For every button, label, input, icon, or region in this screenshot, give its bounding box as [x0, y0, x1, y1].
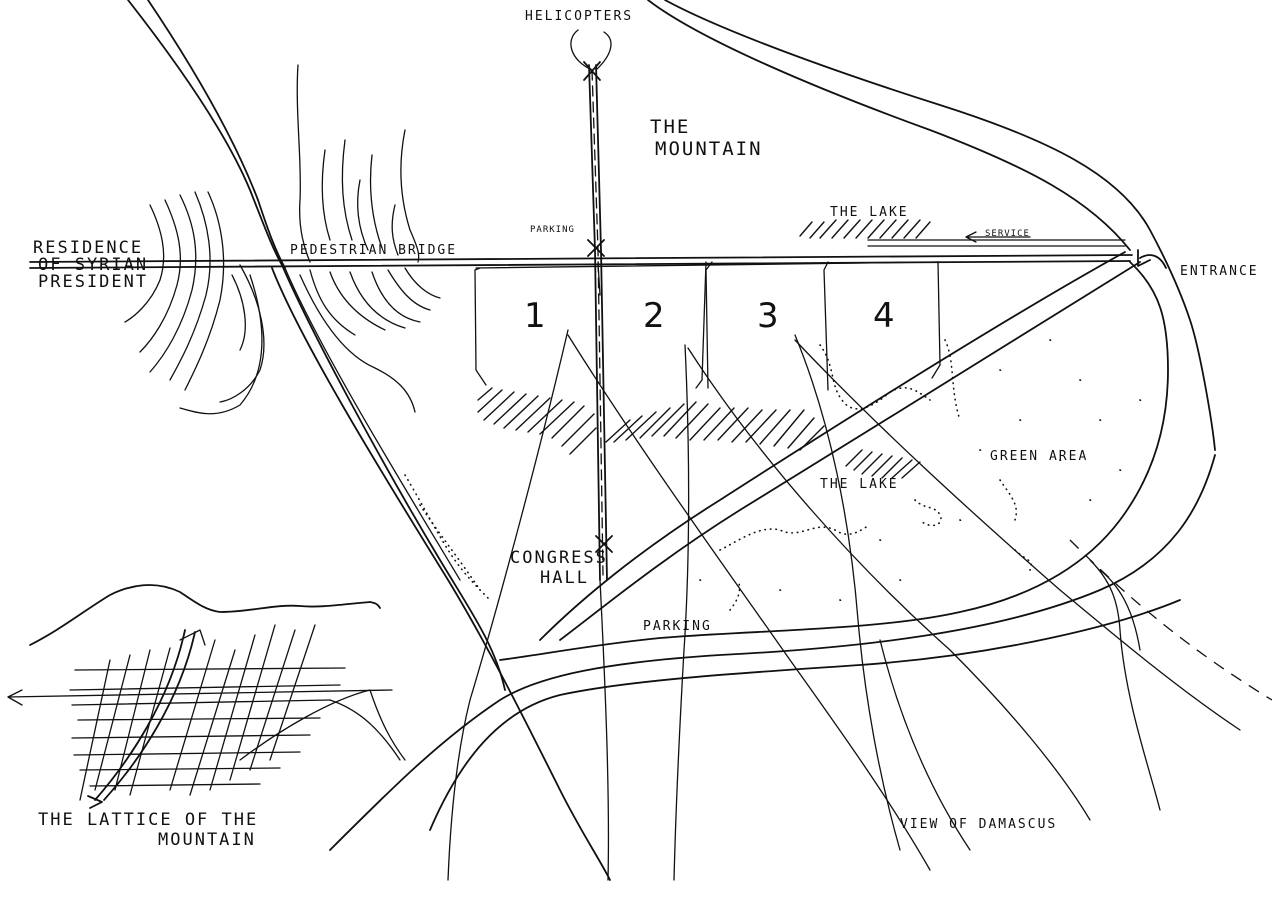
- helicopter-pointer: [570, 29, 612, 71]
- mountain-label-line1: The: [650, 116, 691, 138]
- right-road-branch: [1089, 559, 1161, 811]
- pedestrian-bridge-line-bottom: [29, 260, 1131, 269]
- block-number-2: 2: [643, 296, 665, 336]
- contour-lines-left: [124, 191, 265, 415]
- congress-cross: [595, 535, 613, 553]
- helicopters-label: Helicopters: [525, 9, 634, 24]
- congress-hall-label-line2: Hall: [540, 568, 589, 588]
- lattice-label-line1: The Lattice of the: [38, 810, 259, 830]
- central-axis-right: [595, 64, 608, 581]
- diagonal-road-top: [539, 251, 1126, 641]
- residence-label-line2: of Syrian: [38, 255, 149, 275]
- green-area-dots: [404, 339, 1145, 611]
- diagonal-road-bottom: [559, 261, 1141, 641]
- block-number-1: 1: [524, 296, 546, 336]
- parking-cross: [587, 239, 605, 257]
- parking-label-top: Parking: [530, 225, 575, 235]
- lake-hatching-lower: [845, 449, 921, 479]
- helicopter-cross: [583, 61, 601, 81]
- block-number-3: 3: [757, 296, 779, 336]
- view-of-damascus-label: View of Damascus: [900, 817, 1058, 832]
- service-arrow: [965, 231, 1031, 243]
- service-label: Service: [985, 229, 1030, 239]
- lake-hatching-top: [799, 219, 931, 239]
- mountain-label-line2: Mountain: [655, 138, 763, 160]
- lower-road-top: [329, 454, 1216, 851]
- ravine-line-outer: [127, 0, 506, 691]
- view-rays: [447, 329, 1241, 881]
- lower-road-bottom: [429, 599, 1181, 831]
- entrance-label: Entrance: [1180, 264, 1259, 279]
- pedestrian-bridge-line-top: [29, 254, 1133, 263]
- residence-label-line1: Residence: [33, 238, 144, 258]
- congress-hall-label-line1: Congress: [510, 548, 608, 568]
- parking-label-bottom: Parking: [643, 619, 712, 634]
- mountain-edge-curve: [647, 0, 1131, 251]
- block-number-4: 4: [873, 296, 895, 336]
- entrance-curve: [499, 261, 1169, 661]
- the-lake-label-top: The Lake: [830, 205, 909, 220]
- lattice-inset: [7, 584, 406, 809]
- ravine-line-inner: [147, 0, 286, 269]
- contour-lines-middle: [296, 64, 441, 413]
- block-frames: [474, 261, 941, 391]
- the-lake-label-bottom: The Lake: [820, 477, 899, 492]
- pedestrian-bridge-label: Pedestrian Bridge: [290, 243, 458, 258]
- ravine-line-lower: [271, 267, 611, 881]
- residence-label-line3: President: [38, 272, 149, 292]
- green-area-label: Green Area: [990, 449, 1089, 464]
- entrance-arrow: [1137, 249, 1167, 269]
- lattice-label-line2: Mountain: [158, 830, 256, 850]
- lake-hatching-middle: [477, 387, 825, 455]
- mountain-edge-curve-2: [664, 0, 1216, 451]
- ravine-line-lower-2: [284, 267, 461, 581]
- right-dashed-road: [1069, 539, 1272, 701]
